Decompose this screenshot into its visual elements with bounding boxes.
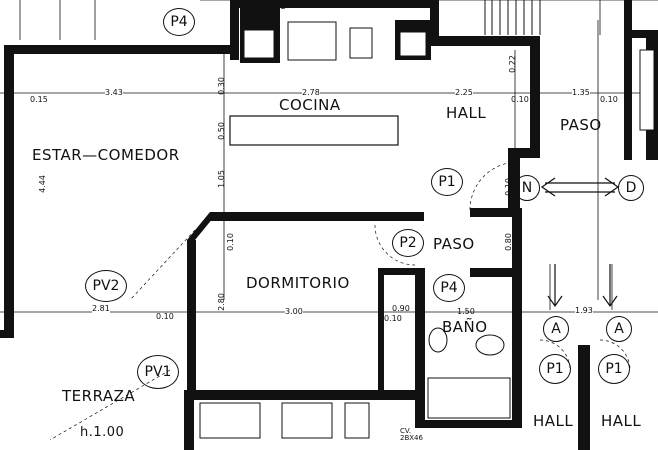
dim-0-22: 0.22 [507, 55, 517, 73]
stair-lines [484, 0, 541, 35]
tag-a-1: A [543, 316, 569, 342]
room-label-hall-bottom-2: HALL [601, 412, 642, 430]
tag-p4-top: P4 [163, 8, 195, 36]
dim-2-81: 2.81 [92, 304, 110, 313]
dim-1-93: 1.93 [575, 306, 593, 315]
section-arrows [547, 264, 618, 308]
dim-0-10-b: 0.10 [600, 95, 618, 104]
terraza-height-label: h.1.00 [80, 425, 125, 440]
room-label-estar-comedor: ESTAR—COMEDOR [32, 146, 180, 164]
tag-n: N [514, 175, 540, 201]
dim-0-15: 0.15 [30, 95, 48, 104]
room-label-cocina: COCINA [279, 96, 341, 114]
room-label-terraza: TERRAZA [62, 387, 136, 405]
dim-0-10-e: 0.10 [384, 314, 402, 323]
dim-1-05: 1.05 [216, 170, 226, 188]
tag-p1-bottom-2: P1 [598, 354, 630, 384]
tag-p4-bath: P4 [433, 274, 465, 302]
tag-a-2: A [606, 316, 632, 342]
dim-1-35: 1.35 [572, 88, 590, 97]
dim-0-80: 0.80 [503, 233, 513, 251]
dim-3-43: 3.43 [105, 88, 123, 97]
cv-note: CV. 2BX46 [400, 427, 423, 442]
dim-0-10-c: 0.10 [225, 233, 235, 251]
tag-pv1: PV1 [137, 355, 179, 389]
dim-0-10-a: 0.10 [511, 95, 529, 104]
dim-0-30: 0.30 [216, 77, 226, 95]
dim-2-78: 2.78 [302, 88, 320, 97]
dim-4-44: 4.44 [37, 175, 47, 193]
dim-0-50: 0.50 [216, 122, 226, 140]
dim-2-25: 2.25 [455, 88, 473, 97]
arrow-n-d [540, 177, 620, 197]
dim-2-80: 2.80 [216, 293, 226, 311]
room-label-dormitorio: DORMITORIO [246, 274, 350, 292]
dim-3-22: 3.22 [268, 2, 286, 11]
dim-0-10-f: 0.10 [503, 178, 513, 196]
tag-pv2: PV2 [85, 270, 127, 302]
room-label-paso: PASO [433, 235, 475, 253]
tag-p1-bottom-1: P1 [539, 354, 571, 384]
room-label-bano: BAÑO [442, 318, 488, 336]
kitchen-counter [229, 115, 399, 146]
room-label-hall: HALL [446, 104, 487, 122]
room-label-paso-right: PASO [560, 116, 602, 134]
dim-3-85: 3.85 [421, 0, 439, 9]
tag-p2: P2 [392, 229, 424, 257]
dim-1-50: 1.50 [457, 307, 475, 316]
room-label-hall-bottom-1: HALL [533, 412, 574, 430]
tag-d: D [618, 175, 644, 201]
dim-0-10-d: 0.10 [156, 312, 174, 321]
appliances [199, 21, 655, 439]
dim-3-00: 3.00 [285, 307, 303, 316]
tag-p1: P1 [431, 168, 463, 196]
dim-0-90: 0.90 [392, 304, 410, 313]
